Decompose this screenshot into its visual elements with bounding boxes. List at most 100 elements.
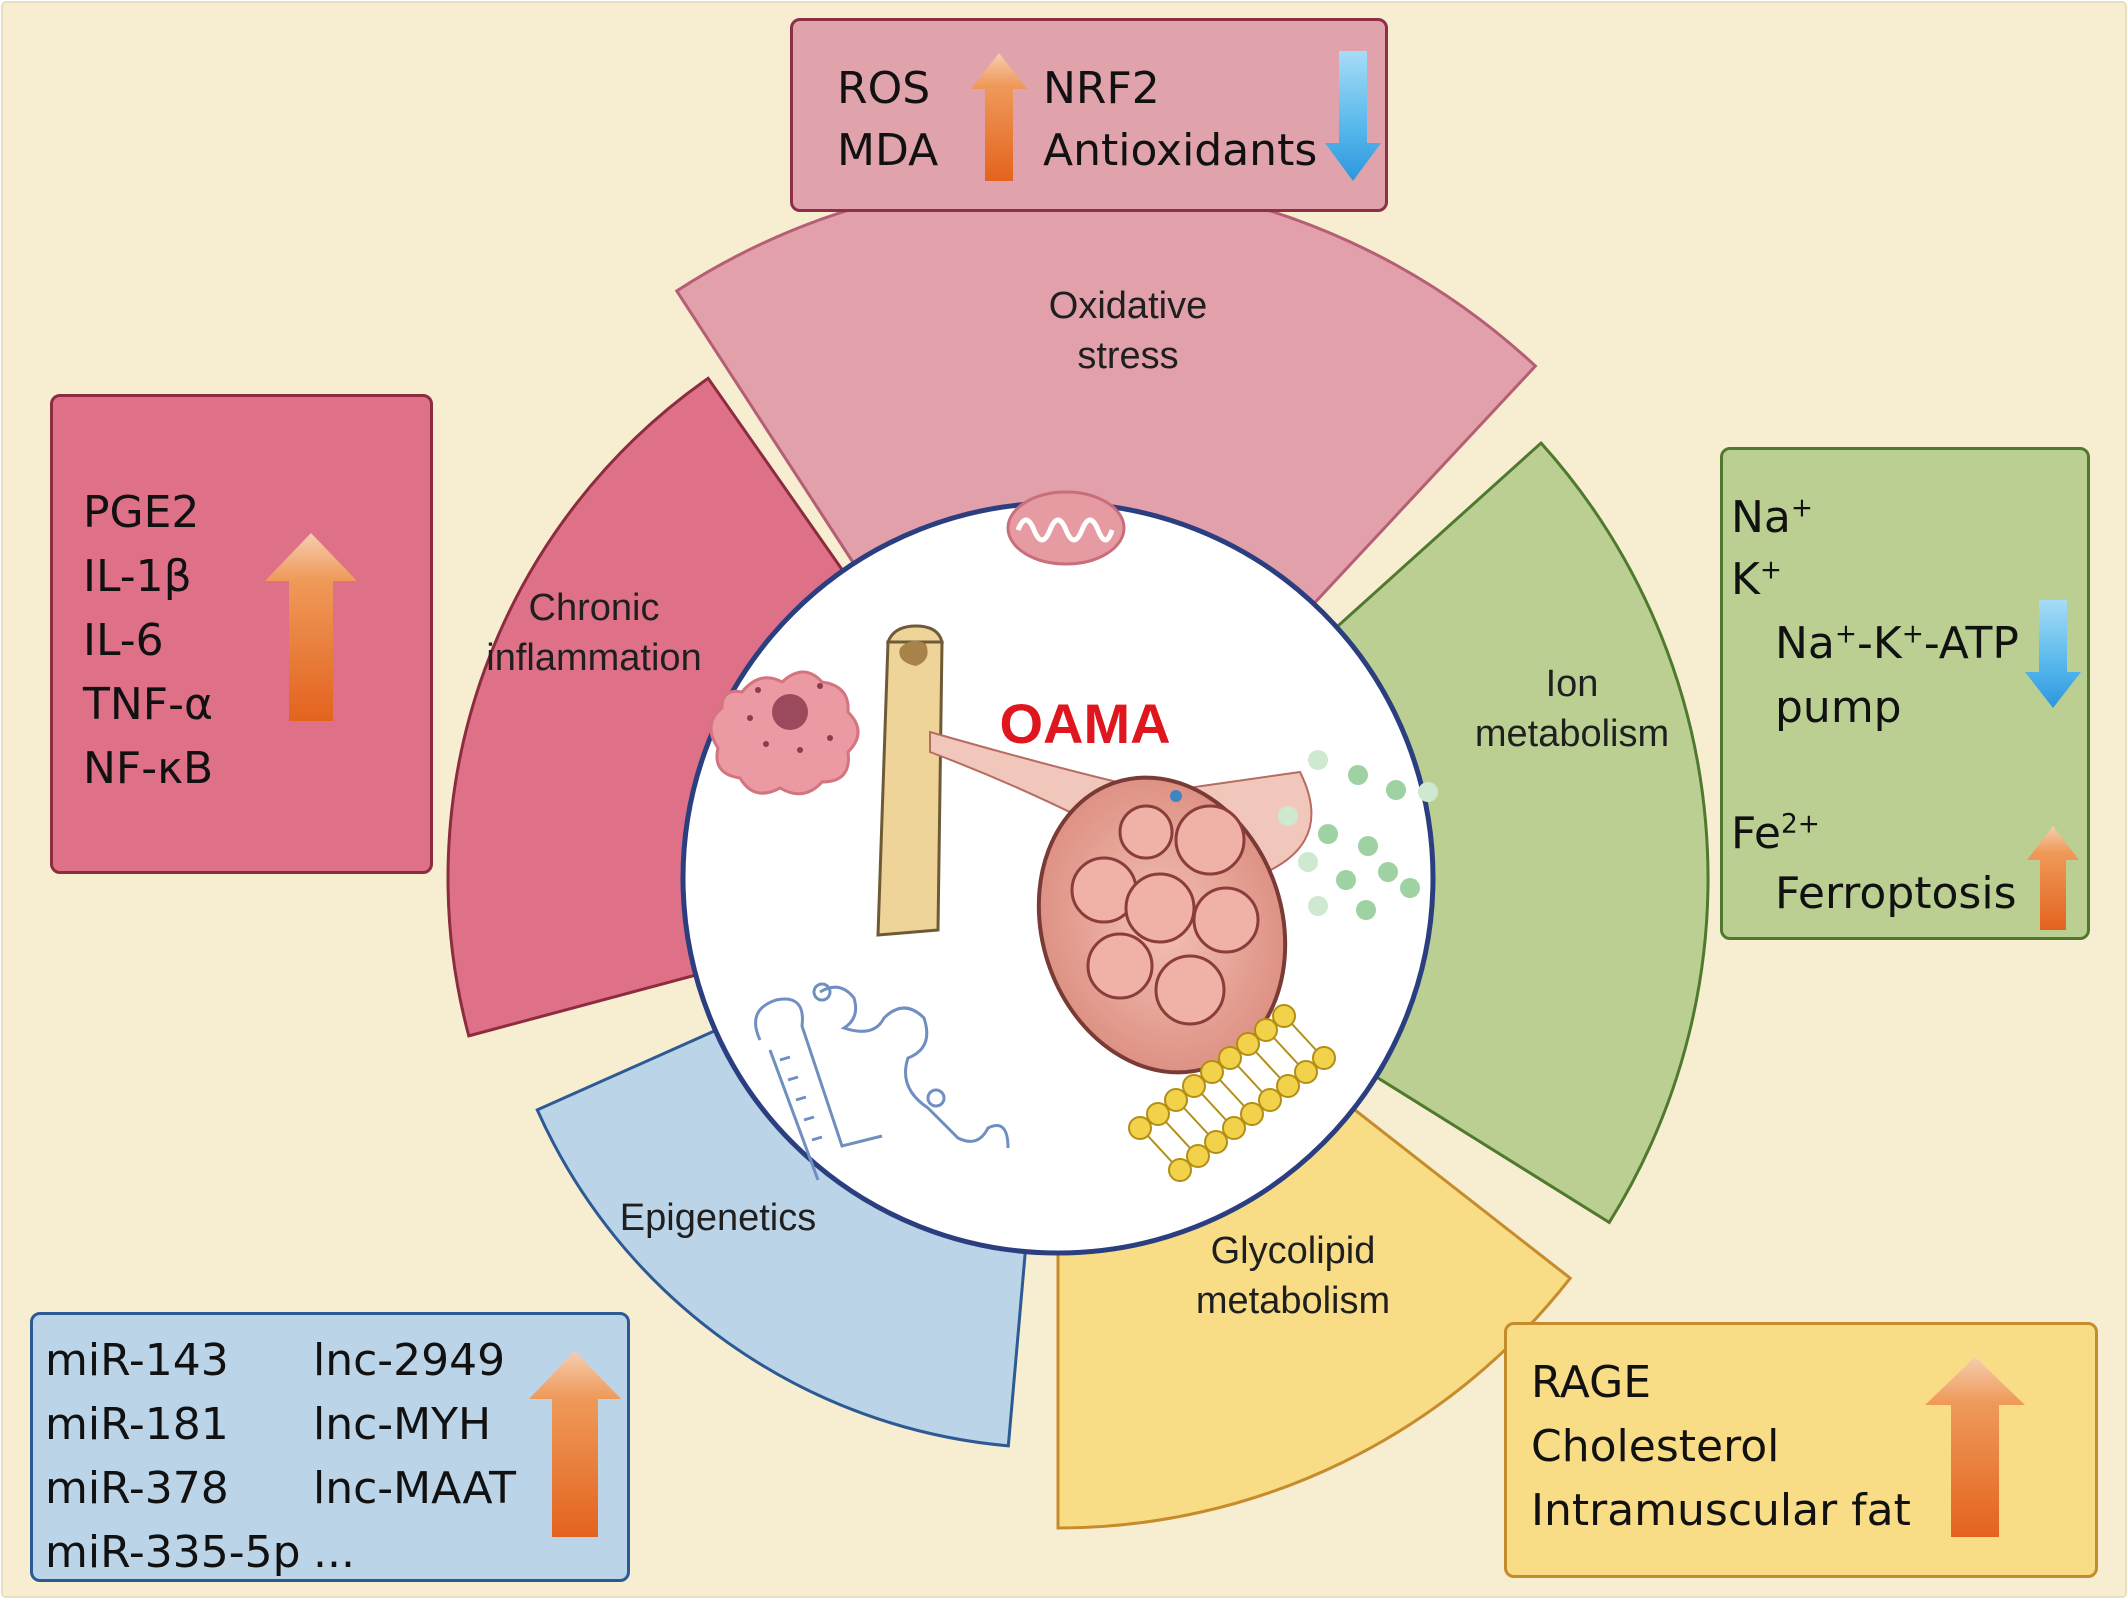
lnc-myh-label: lnc-MYH xyxy=(313,1399,492,1450)
ion-particles-icon xyxy=(1278,750,1438,920)
ion-particle xyxy=(1318,824,1338,844)
up-arrow-icon xyxy=(971,53,1027,186)
iron-label: Fe2+ xyxy=(1731,811,1820,856)
down-arrow-icon xyxy=(1325,51,1381,186)
lipid-tail xyxy=(1147,1135,1173,1163)
ion-particle xyxy=(1348,765,1368,785)
ellipsis-label: ... xyxy=(313,1527,355,1578)
cholesterol-label: Cholesterol xyxy=(1531,1421,1780,1472)
up-arrow-icon xyxy=(1925,1357,2025,1542)
mitochondrion-icon xyxy=(1006,490,1126,566)
nrf2-label: NRF2 xyxy=(1043,63,1160,114)
ion-particle xyxy=(1278,806,1298,826)
lipid-head xyxy=(1164,1088,1188,1112)
lipid-head xyxy=(1222,1116,1246,1140)
lipid-head xyxy=(1218,1046,1242,1070)
ion-particle xyxy=(1418,782,1438,802)
nfkb-label: NF-κB xyxy=(83,743,214,794)
pump-k-charge: + xyxy=(1901,618,1924,650)
lipid-head xyxy=(1272,1004,1296,1028)
lipid-head xyxy=(1182,1074,1206,1098)
lipid-head xyxy=(1236,1032,1260,1056)
segment-labels: OxidativestressIonmetabolismGlycolipidme… xyxy=(486,285,1669,1322)
rna-strand-icon xyxy=(754,982,1010,1181)
up-arrow-icon xyxy=(2027,826,2079,935)
chronic-inflammation-box: PGE2 IL-1β IL-6 TNF-α NF-κB xyxy=(50,394,433,874)
potassium-symbol: K xyxy=(1731,554,1760,605)
lnc-2949-label: lnc-2949 xyxy=(313,1335,506,1386)
mda-label: MDA xyxy=(837,125,939,176)
antioxidants-label: Antioxidants xyxy=(1043,125,1318,176)
potassium-charge: + xyxy=(1759,554,1782,586)
oxidative-stress-box: ROS MDA NRF2 Antioxidants xyxy=(790,18,1388,212)
segment-label-inflammation: Chronic xyxy=(529,587,660,629)
up-arrow-icon xyxy=(529,1351,621,1542)
bone-muscle-icon xyxy=(876,624,1313,1075)
macrophage-cell-icon xyxy=(709,670,860,796)
lipid-head xyxy=(1168,1158,1192,1182)
lipid-head xyxy=(1312,1046,1336,1070)
segment-label-oxidative: Oxidative xyxy=(1049,285,1207,327)
ion-particle xyxy=(1358,836,1378,856)
lipid-tail xyxy=(1273,1037,1299,1065)
mirna-181-label: miR-181 xyxy=(45,1399,229,1450)
ion-particle xyxy=(1356,900,1376,920)
lipid-tail xyxy=(1201,1093,1227,1121)
ion-particle xyxy=(1308,896,1328,916)
sodium-charge: + xyxy=(1790,492,1814,524)
lipid-tail xyxy=(1291,1023,1317,1051)
segment-ring xyxy=(446,176,1710,1530)
pump-label: Na+-K+-ATP xyxy=(1775,621,2019,666)
lipid-tail xyxy=(1237,1065,1263,1093)
ros-label: ROS xyxy=(837,63,931,114)
down-arrow-icon xyxy=(2025,600,2081,713)
mirna-335-5p-label: miR-335-5p xyxy=(45,1527,301,1578)
lipid-head xyxy=(1254,1018,1278,1042)
segment-label-ion: Ion xyxy=(1546,663,1599,705)
lipid-head xyxy=(1294,1060,1318,1084)
lipid-tail xyxy=(1255,1051,1281,1079)
lipid-tail xyxy=(1219,1079,1245,1107)
ion-particle xyxy=(1386,780,1406,800)
epigenetics-box: miR-143 miR-181 miR-378 miR-335-5p lnc-2… xyxy=(30,1312,630,1582)
il6-label: IL-6 xyxy=(83,615,164,666)
lipid-head xyxy=(1258,1088,1282,1112)
iron-symbol: Fe xyxy=(1731,808,1781,859)
intramuscular-fat-label: Intramuscular fat xyxy=(1531,1485,1911,1536)
lipid-head xyxy=(1200,1060,1224,1084)
iron-charge: 2+ xyxy=(1780,808,1820,840)
il1b-label: IL-1β xyxy=(83,551,192,602)
segment-label-glycolipid: Glycolipid xyxy=(1211,1230,1376,1272)
lipid-head xyxy=(1204,1130,1228,1154)
center-title: OAMA xyxy=(999,692,1170,755)
pump-k: -K xyxy=(1857,618,1902,669)
ion-particle xyxy=(1336,870,1356,890)
ion-particle xyxy=(1308,750,1328,770)
lnc-maat-label: lnc-MAAT xyxy=(313,1463,517,1514)
lipid-head xyxy=(1128,1116,1152,1140)
mirna-143-label: miR-143 xyxy=(45,1335,229,1386)
ion-particle xyxy=(1378,862,1398,882)
up-arrow-icon xyxy=(265,533,357,726)
rage-label: RAGE xyxy=(1531,1357,1652,1408)
segment-label-epigenetics: Epigenetics xyxy=(620,1197,816,1239)
pump-na: Na xyxy=(1775,618,1835,669)
glycolipid-metabolism-box: RAGE Cholesterol Intramuscular fat xyxy=(1504,1322,2098,1578)
lipid-bilayer-icon xyxy=(1128,1004,1336,1182)
lipid-head xyxy=(1186,1144,1210,1168)
ion-metabolism-box: Na+ K+ Na+-K+-ATP pump Fe2+ Ferroptosis xyxy=(1720,447,2090,940)
pump-atp: -ATP xyxy=(1923,618,2019,669)
potassium-label: K+ xyxy=(1731,557,1782,602)
lipid-tail xyxy=(1165,1121,1191,1149)
pump-na-charge: + xyxy=(1834,618,1858,650)
sodium-symbol: Na xyxy=(1731,492,1791,543)
pump-line2-label: pump xyxy=(1775,682,1902,733)
sodium-label: Na+ xyxy=(1731,495,1813,540)
pge2-label: PGE2 xyxy=(83,487,200,538)
segment-label-inflammation: inflammation xyxy=(486,637,701,679)
lipid-tail xyxy=(1183,1107,1209,1135)
lipid-head xyxy=(1240,1102,1264,1126)
segment-label-oxidative: stress xyxy=(1077,335,1178,377)
